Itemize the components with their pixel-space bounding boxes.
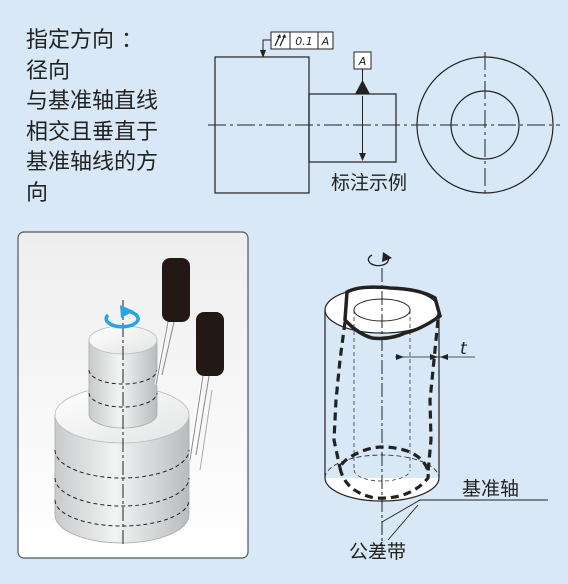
annotation-example: 0.1 A A 标注示例 (208, 31, 560, 196)
rotation-arrow-icon (104, 305, 140, 329)
caption-label: 标注示例 (331, 172, 407, 194)
tolerance-zone-leader (387, 504, 419, 541)
measured-profile-left (332, 321, 347, 469)
description-line: 基准轴线的方 (26, 150, 159, 175)
small-cylinder (88, 325, 158, 429)
measured-profile-right (426, 319, 440, 473)
description-line: 径向 (26, 58, 71, 84)
measured-profile-bottom (338, 445, 430, 500)
measurement-illustration (17, 231, 249, 559)
feature-control-frame: 0.1 A (260, 31, 334, 58)
outer-circle (416, 56, 554, 194)
direction-description: 指定方向 ： 径向 与基准轴直线 相交且垂直于 基准轴线的方 向 (26, 26, 158, 209)
probe-lower (188, 312, 224, 471)
inner-circle (450, 90, 520, 160)
datum-axis-leader (381, 499, 548, 523)
description-line: 与基准轴直线 (26, 89, 159, 114)
probe-upper (154, 258, 190, 386)
rotation-arrow-icon (367, 252, 392, 267)
tolerance-symbol-t: t (460, 339, 468, 359)
datum-feature-symbol: A (353, 51, 372, 94)
description-line: 向 (26, 180, 49, 206)
datum-reference: A (321, 35, 330, 48)
description-line: 指定方向 ： (26, 28, 143, 53)
tolerance-zone-schematic: t 基准轴 公差带 (324, 252, 548, 563)
measured-profile-top (343, 285, 443, 341)
tolerance-width-dimension: t (395, 339, 475, 360)
datum-triangle (355, 80, 370, 94)
datum-axis-label: 基准轴 (462, 478, 519, 500)
tolerance-zone-label: 公差带 (349, 541, 406, 563)
runout-icon (274, 34, 286, 47)
tolerance-value: 0.1 (295, 35, 313, 48)
datum-letter: A (358, 55, 367, 68)
description-line: 相交且垂直于 (26, 119, 159, 145)
part-shaft-outline (308, 93, 397, 163)
leader-arrowhead (260, 50, 266, 58)
